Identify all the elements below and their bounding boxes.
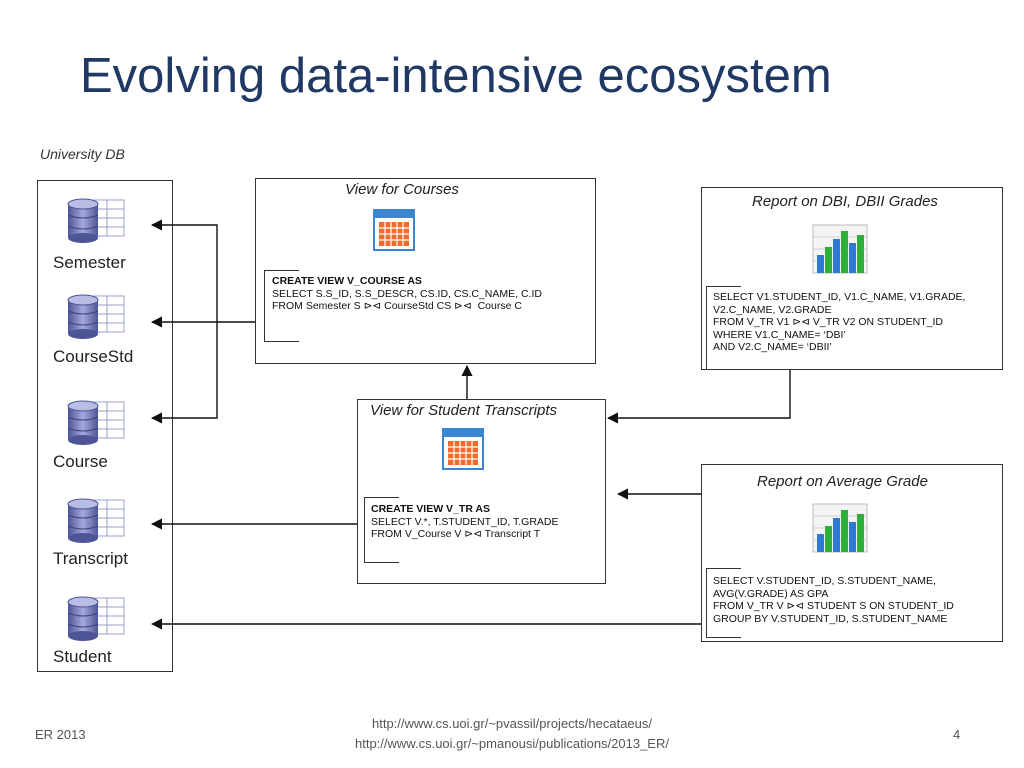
- table-label-semester: Semester: [53, 253, 126, 272]
- report-dbi-title: Report on DBI, DBII Grades: [752, 193, 938, 210]
- report-avg-title: Report on Average Grade: [757, 473, 928, 490]
- sql-bracket: [364, 497, 399, 563]
- report-dbi-panel: [701, 187, 1003, 370]
- sql-bracket: [706, 568, 741, 638]
- bar-chart-icon: [812, 503, 868, 553]
- view-transcripts-sql: CREATE VIEW V_TR AS SELECT V.*, T.STUDEN…: [371, 503, 559, 540]
- view-courses-panel: [255, 178, 596, 364]
- table-label-transcript: Transcript: [53, 549, 128, 568]
- database-caption: University DB: [40, 146, 125, 162]
- database-container: [37, 180, 173, 672]
- sql-bracket: [706, 286, 741, 370]
- view-transcripts-title: View for Student Transcripts: [370, 402, 558, 419]
- slide-title: Evolving data-intensive ecosystem: [80, 49, 832, 103]
- view-courses-sql: CREATE VIEW V_COURSE AS SELECT S.S_ID, S…: [272, 275, 542, 312]
- footer-left: ER 2013: [35, 727, 86, 742]
- view-courses-title: View for Courses: [345, 181, 459, 198]
- footer-links: http://www.cs.uoi.gr/~pvassil/projects/h…: [0, 714, 1024, 754]
- report-avg-panel: [701, 464, 1003, 642]
- footer-link-1[interactable]: http://www.cs.uoi.gr/~pvassil/projects/h…: [372, 716, 652, 731]
- table-label-coursestd: CourseStd: [53, 347, 134, 366]
- bar-chart-icon: [812, 224, 868, 274]
- page-number: 4: [953, 727, 961, 742]
- calendar-icon: [442, 428, 484, 470]
- calendar-icon: [373, 209, 415, 251]
- sql-bracket: [264, 270, 299, 342]
- arrow-connectors: [150, 219, 791, 630]
- table-label-course: Course: [53, 452, 108, 471]
- table-label-student: Student: [53, 647, 112, 666]
- footer-link-2[interactable]: http://www.cs.uoi.gr/~pmanousi/publicati…: [355, 736, 669, 751]
- report-dbi-sql: SELECT V1.STUDENT_ID, V1.C_NAME, V1.GRAD…: [713, 291, 966, 353]
- report-avg-sql: SELECT V.STUDENT_ID, S.STUDENT_NAME, AVG…: [713, 575, 954, 625]
